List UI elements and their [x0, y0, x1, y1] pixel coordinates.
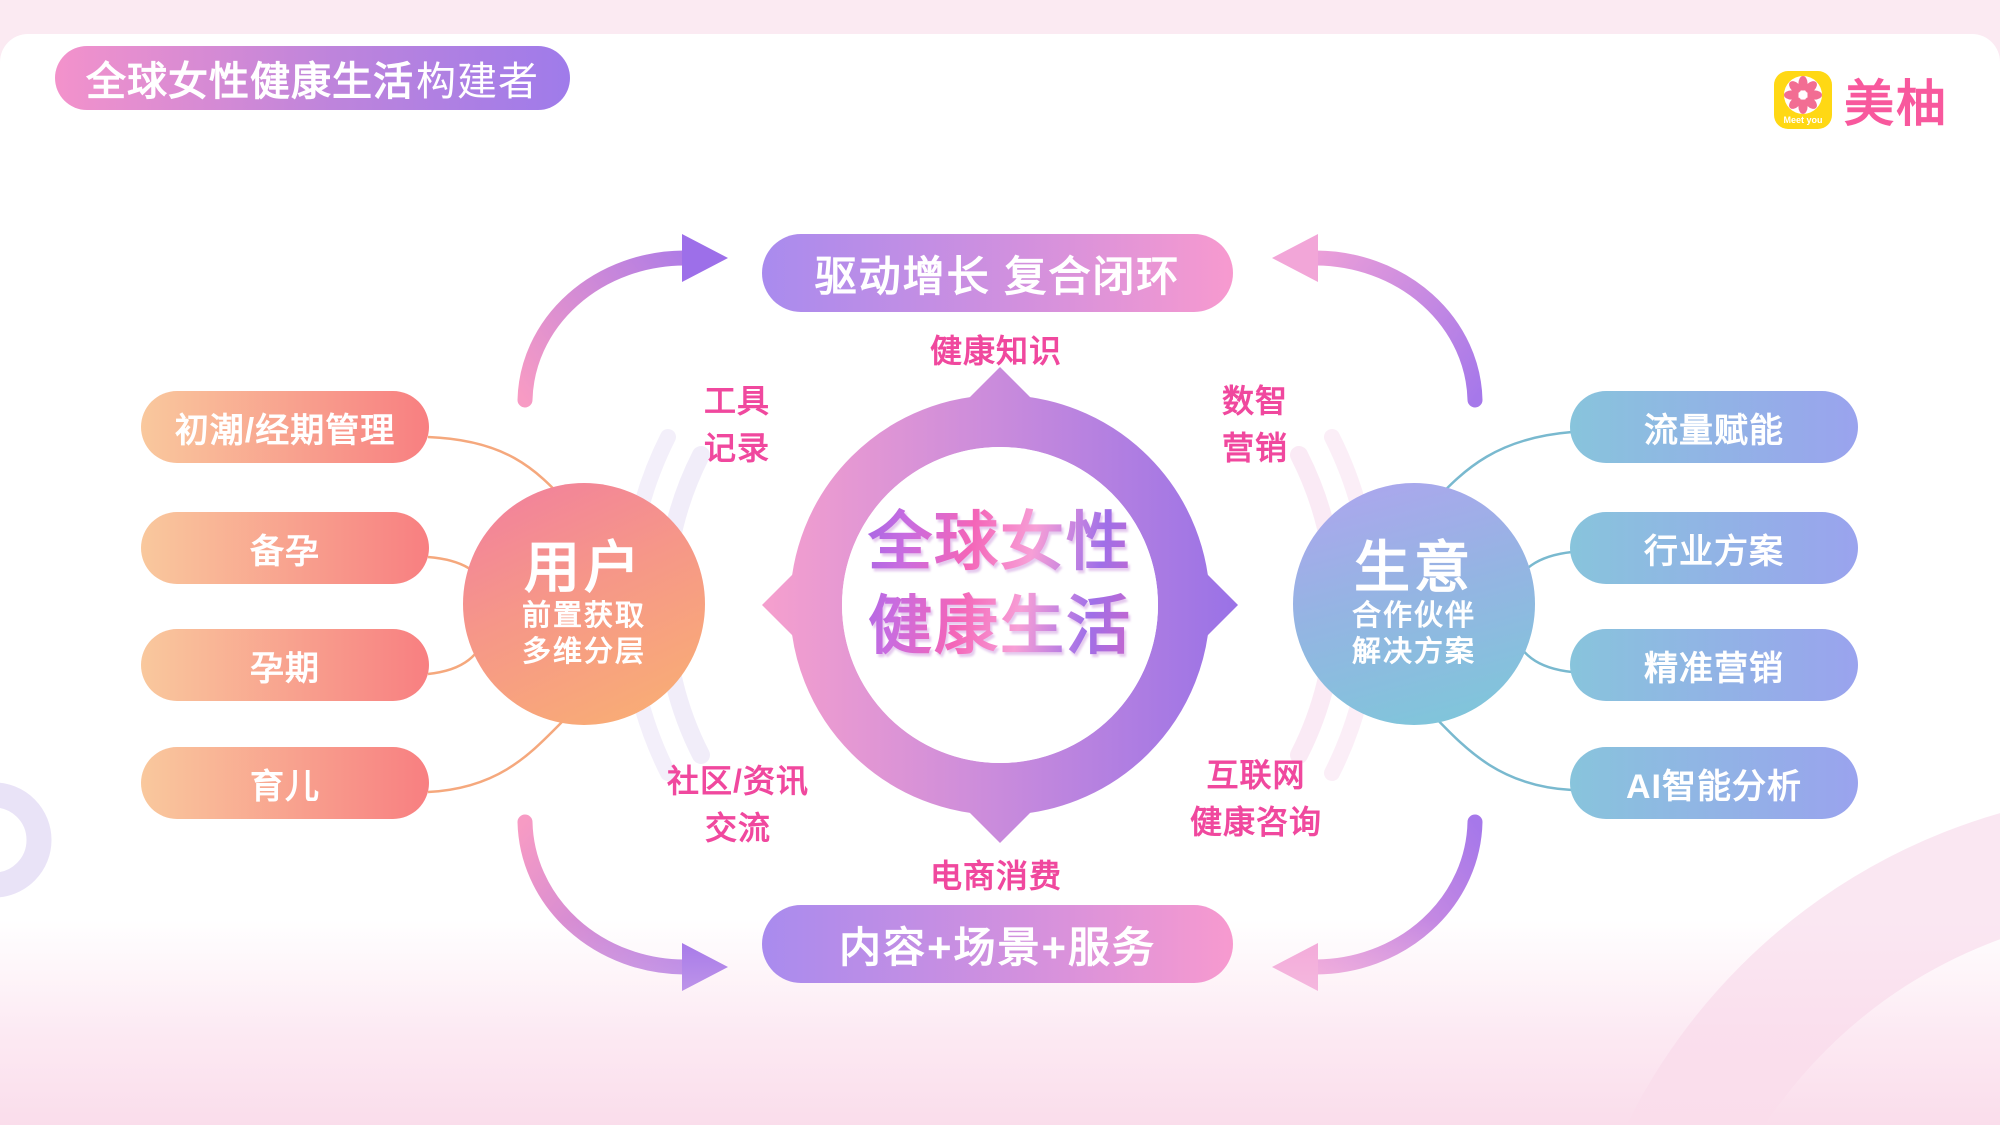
business-circle-title: 生意 [1354, 536, 1474, 599]
ring-diamond-top [962, 367, 1038, 443]
page-title: 全球女性健康生活 [86, 60, 414, 104]
center-title: 全球女性 健康生活 [830, 500, 1170, 668]
top-banner: 驱动增长 复合闭环 [762, 234, 1233, 312]
business-circle-sub1: 合作伙伴 [1351, 600, 1476, 632]
ring-diamond-right [1162, 567, 1238, 643]
brand-logo: Meet you 美柚 [1774, 64, 1948, 136]
user-pill-menstrual: 初潮/经期管理 [141, 391, 429, 463]
spoke-top-right: 数智 营销 [1221, 383, 1288, 466]
spoke-bottom-left: 社区/资讯 交流 [667, 763, 809, 846]
page-title-suffix: 构建者 [416, 60, 539, 104]
spoke-top: 健康知识 [929, 333, 1062, 369]
user-pill-pregnancy: 孕期 [141, 629, 429, 701]
corner-donut-left [0, 782, 52, 898]
business-circle-sub2: 解决方案 [1351, 636, 1476, 668]
logo-subtitle: Meet you [1783, 115, 1823, 125]
arrow-top-right [1308, 250, 1483, 408]
user-pill-parenting: 育儿 [141, 747, 429, 819]
grapefruit-flower-icon [1784, 76, 1822, 114]
user-circle-title: 用户 [524, 536, 644, 599]
arrow-top-left [517, 250, 692, 408]
user-circle-sub1: 前置获取 [521, 600, 646, 632]
biz-pill-ai: AI智能分析 [1570, 747, 1858, 819]
spoke-top-left: 工具 记录 [703, 383, 770, 466]
ring-diamond-left [762, 567, 838, 643]
page-title-banner: 全球女性健康生活构建者 [55, 46, 570, 110]
spoke-bottom: 电商消费 [929, 858, 1062, 894]
user-pill-prepregnancy: 备孕 [141, 512, 429, 584]
ring-diamond-bottom [962, 767, 1038, 843]
biz-pill-industry: 行业方案 [1570, 512, 1858, 584]
brand-name: 美柚 [1844, 76, 1948, 132]
user-circle-sub2: 多维分层 [521, 636, 646, 668]
user-circle: 用户 前置获取 多维分层 [463, 483, 705, 725]
spoke-bottom-right: 互联网 健康咨询 [1189, 757, 1322, 840]
center-ring [762, 367, 1238, 843]
business-circle: 生意 合作伙伴 解决方案 [1293, 483, 1535, 725]
meetyou-logo-icon: Meet you [1774, 71, 1832, 129]
bottom-banner: 内容+场景+服务 [762, 905, 1233, 983]
biz-pill-marketing: 精准营销 [1570, 629, 1858, 701]
biz-pill-traffic: 流量赋能 [1570, 391, 1858, 463]
